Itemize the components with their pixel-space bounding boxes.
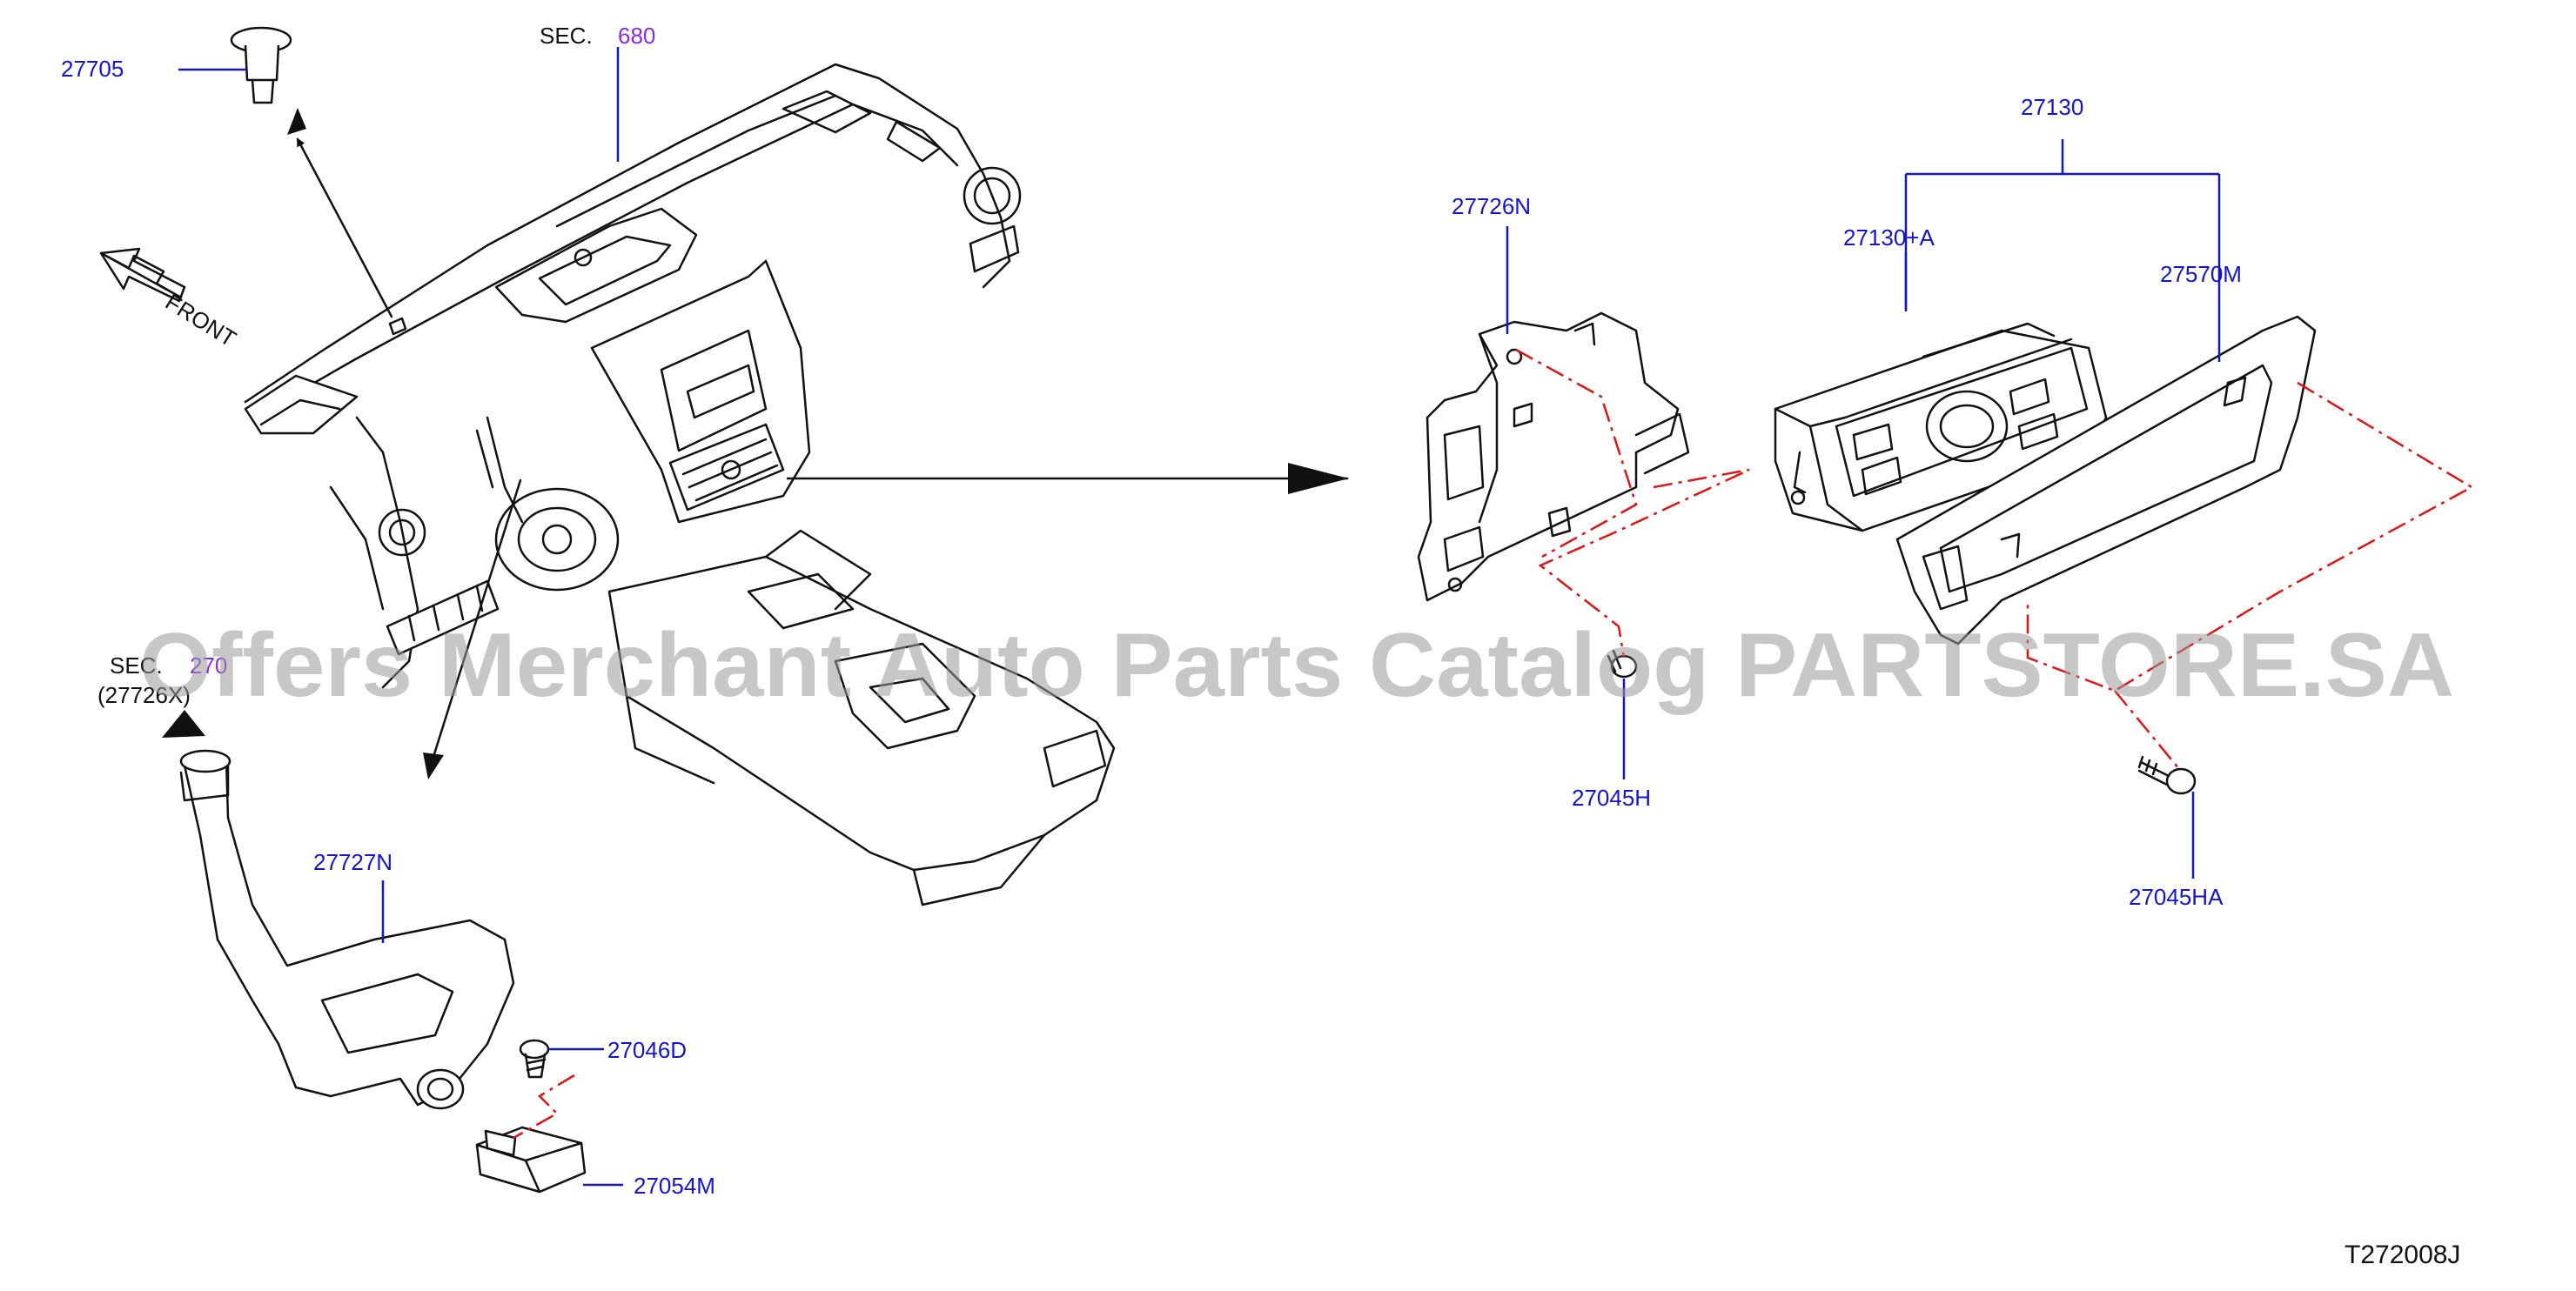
section-270-prefix: SEC. [110, 652, 163, 679]
label-27046D: 27046D [607, 1037, 687, 1063]
part-27705-clip [230, 26, 292, 104]
front-label: FRONT [161, 289, 241, 352]
part-27046D-screw [519, 1039, 550, 1079]
watermark: Offers Merchant Auto Parts Catalog PARTS… [139, 615, 2454, 716]
part-27727N-duct [162, 710, 515, 1110]
part-27054M-sensor [475, 1126, 587, 1194]
label-27130A: 27130+A [1843, 224, 1935, 251]
front-direction-indicator: FRONT [99, 247, 241, 352]
leader-arrows [287, 108, 1349, 779]
dashboard-illustration [244, 63, 1116, 906]
labels: 27705 SEC. 680 SEC. 270 (27726X) 27726N … [61, 23, 2460, 1269]
label-27705: 27705 [61, 56, 124, 82]
label-27130: 27130 [2021, 94, 2083, 120]
label-27570M: 27570M [2160, 261, 2242, 287]
part-27570M-finisher [1895, 315, 2317, 646]
part-27045H-screw [1607, 649, 1638, 679]
section-680-prefix: SEC. [540, 23, 593, 49]
leader-lines [178, 47, 2221, 1187]
label-27054M: 27054M [634, 1173, 715, 1199]
part-27726N-bracket [1417, 311, 1690, 602]
section-270-ref: 270 [190, 652, 227, 679]
label-27727N: 27727N [313, 849, 392, 875]
diagram-code: T272008J [2345, 1241, 2460, 1269]
section-680-ref: 680 [618, 23, 655, 49]
section-270-sub: (27726X) [97, 682, 191, 708]
label-27045H: 27045H [1572, 785, 1651, 811]
label-27045HA: 27045HA [2129, 884, 2224, 910]
assembly-lines [513, 348, 2474, 1140]
part-27045HA-screw [2137, 755, 2197, 795]
label-27726N: 27726N [1452, 193, 1531, 219]
